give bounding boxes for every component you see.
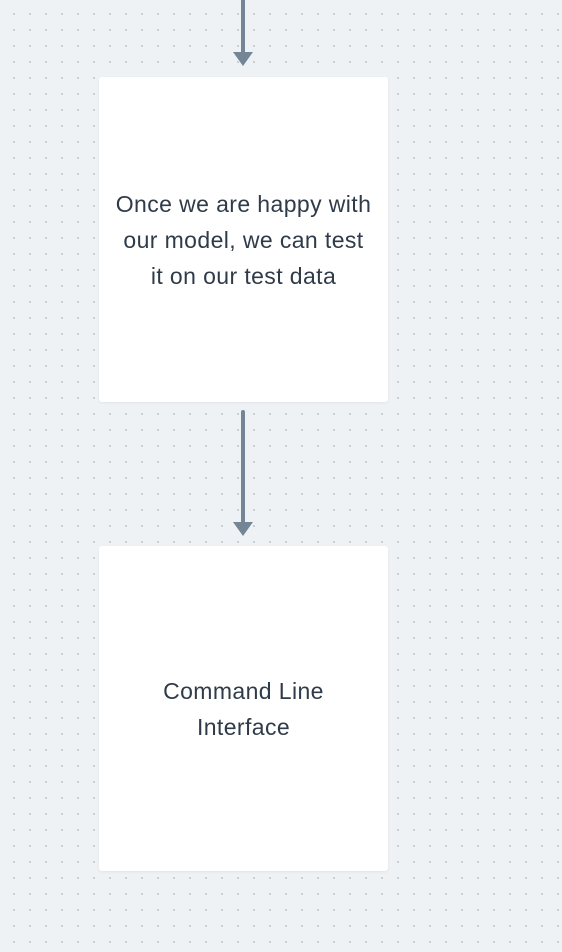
- node-command-line-interface[interactable]: Command Line Interface: [99, 546, 388, 871]
- connector-arrow-incoming: [233, 0, 253, 66]
- arrowhead-icon: [233, 522, 253, 536]
- node-test-step[interactable]: Once we are happy with our model, we can…: [99, 77, 388, 402]
- node-label: Command Line Interface: [163, 677, 324, 740]
- connector-arrow-test-to-cli: [233, 410, 253, 536]
- node-label: Once we are happy with our model, we can…: [115, 190, 372, 289]
- arrowhead-icon: [233, 52, 253, 66]
